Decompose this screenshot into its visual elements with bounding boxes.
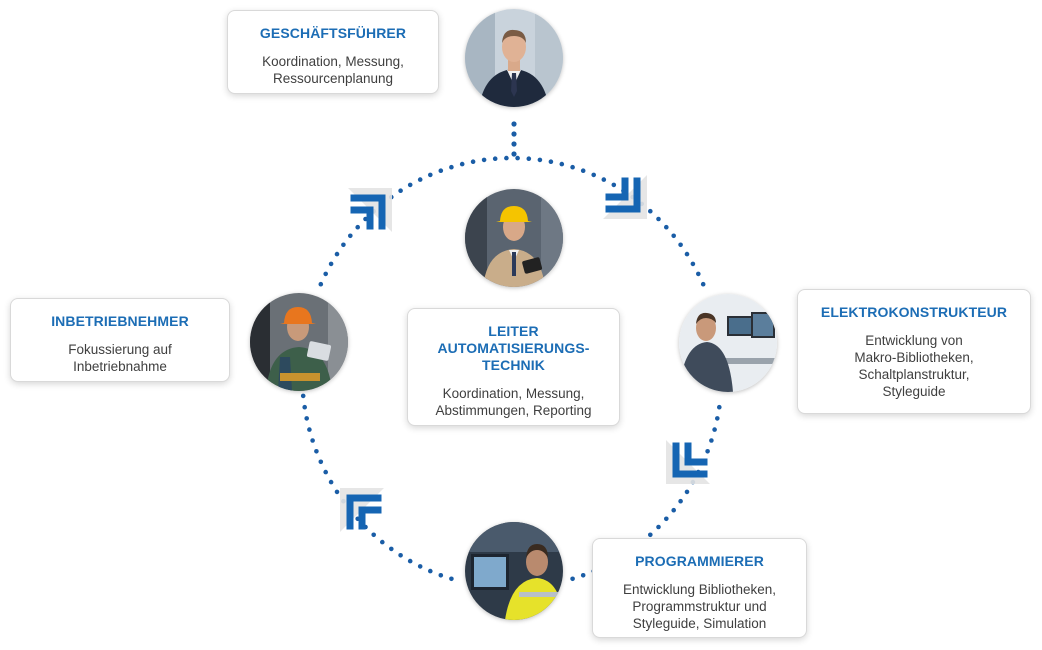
role-description: Koordination, Messung, Ressourcenplanung — [262, 54, 404, 86]
person-photo-icon — [679, 294, 777, 392]
role-title: ELEKTROKONSTRUKTEUR — [820, 304, 1008, 320]
person-photo-icon — [465, 189, 563, 287]
double-chevron-arrow-icon — [666, 440, 710, 484]
person-photo-icon — [465, 522, 563, 620]
role-description: Koordination, Messung, Abstimmungen, Rep… — [435, 386, 592, 418]
role-card-inbetriebnehmer: INBETRIEBNEHMER Fokussierung auf Inbetri… — [10, 298, 230, 382]
role-description: Entwicklung Bibliotheken, Programmstrukt… — [622, 582, 777, 631]
role-title: GESCHÄFTSFÜHRER — [259, 25, 407, 41]
role-description: Entwicklung von Makro-Bibliotheken, Scha… — [854, 333, 974, 399]
person-photo-icon — [250, 293, 348, 391]
double-chevron-arrow-icon — [340, 488, 384, 532]
role-title: PROGRAMMIERER — [635, 553, 764, 569]
role-card-geschaeftsfuehrer: GESCHÄFTSFÜHRER Koordination, Messung, R… — [227, 10, 439, 94]
role-title: LEITER AUTOMATISIERUNGS- TECHNIK — [437, 323, 590, 373]
role-card-leiter-automatisierungstechnik: LEITER AUTOMATISIERUNGS- TECHNIK Koordin… — [407, 308, 620, 426]
double-chevron-arrow-icon — [348, 188, 392, 232]
double-chevron-arrow-icon — [603, 175, 647, 219]
person-photo-icon — [465, 9, 563, 107]
role-card-elektrokonstrukteur: ELEKTROKONSTRUKTEUR Entwicklung von Makr… — [797, 289, 1031, 414]
role-description: Fokussierung auf Inbetriebnahme — [68, 342, 172, 374]
role-title: INBETRIEBNEHMER — [51, 313, 189, 329]
role-card-programmierer: PROGRAMMIERER Entwicklung Bibliotheken, … — [592, 538, 807, 638]
